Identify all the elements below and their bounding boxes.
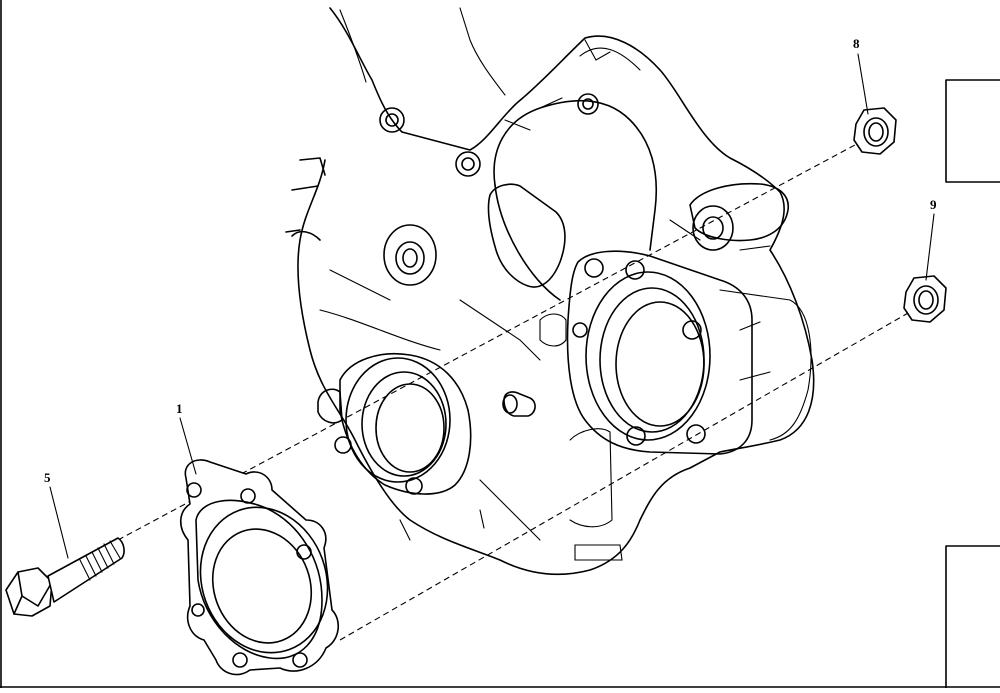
- callout-9: 9: [930, 197, 937, 212]
- part-5-hex-bolt: [5, 537, 125, 617]
- part-1-cover-plate: [179, 459, 339, 676]
- part-8-hex-nut: [853, 107, 897, 155]
- callout-leaders: [49, 53, 935, 559]
- gear-housing: [285, 7, 815, 576]
- callout-labels: 1 5 8 9: [44, 36, 937, 485]
- part-9-hex-nut: [903, 275, 947, 323]
- callout-5: 5: [44, 470, 51, 485]
- callout-1: 1: [176, 401, 183, 416]
- callout-8: 8: [853, 36, 860, 51]
